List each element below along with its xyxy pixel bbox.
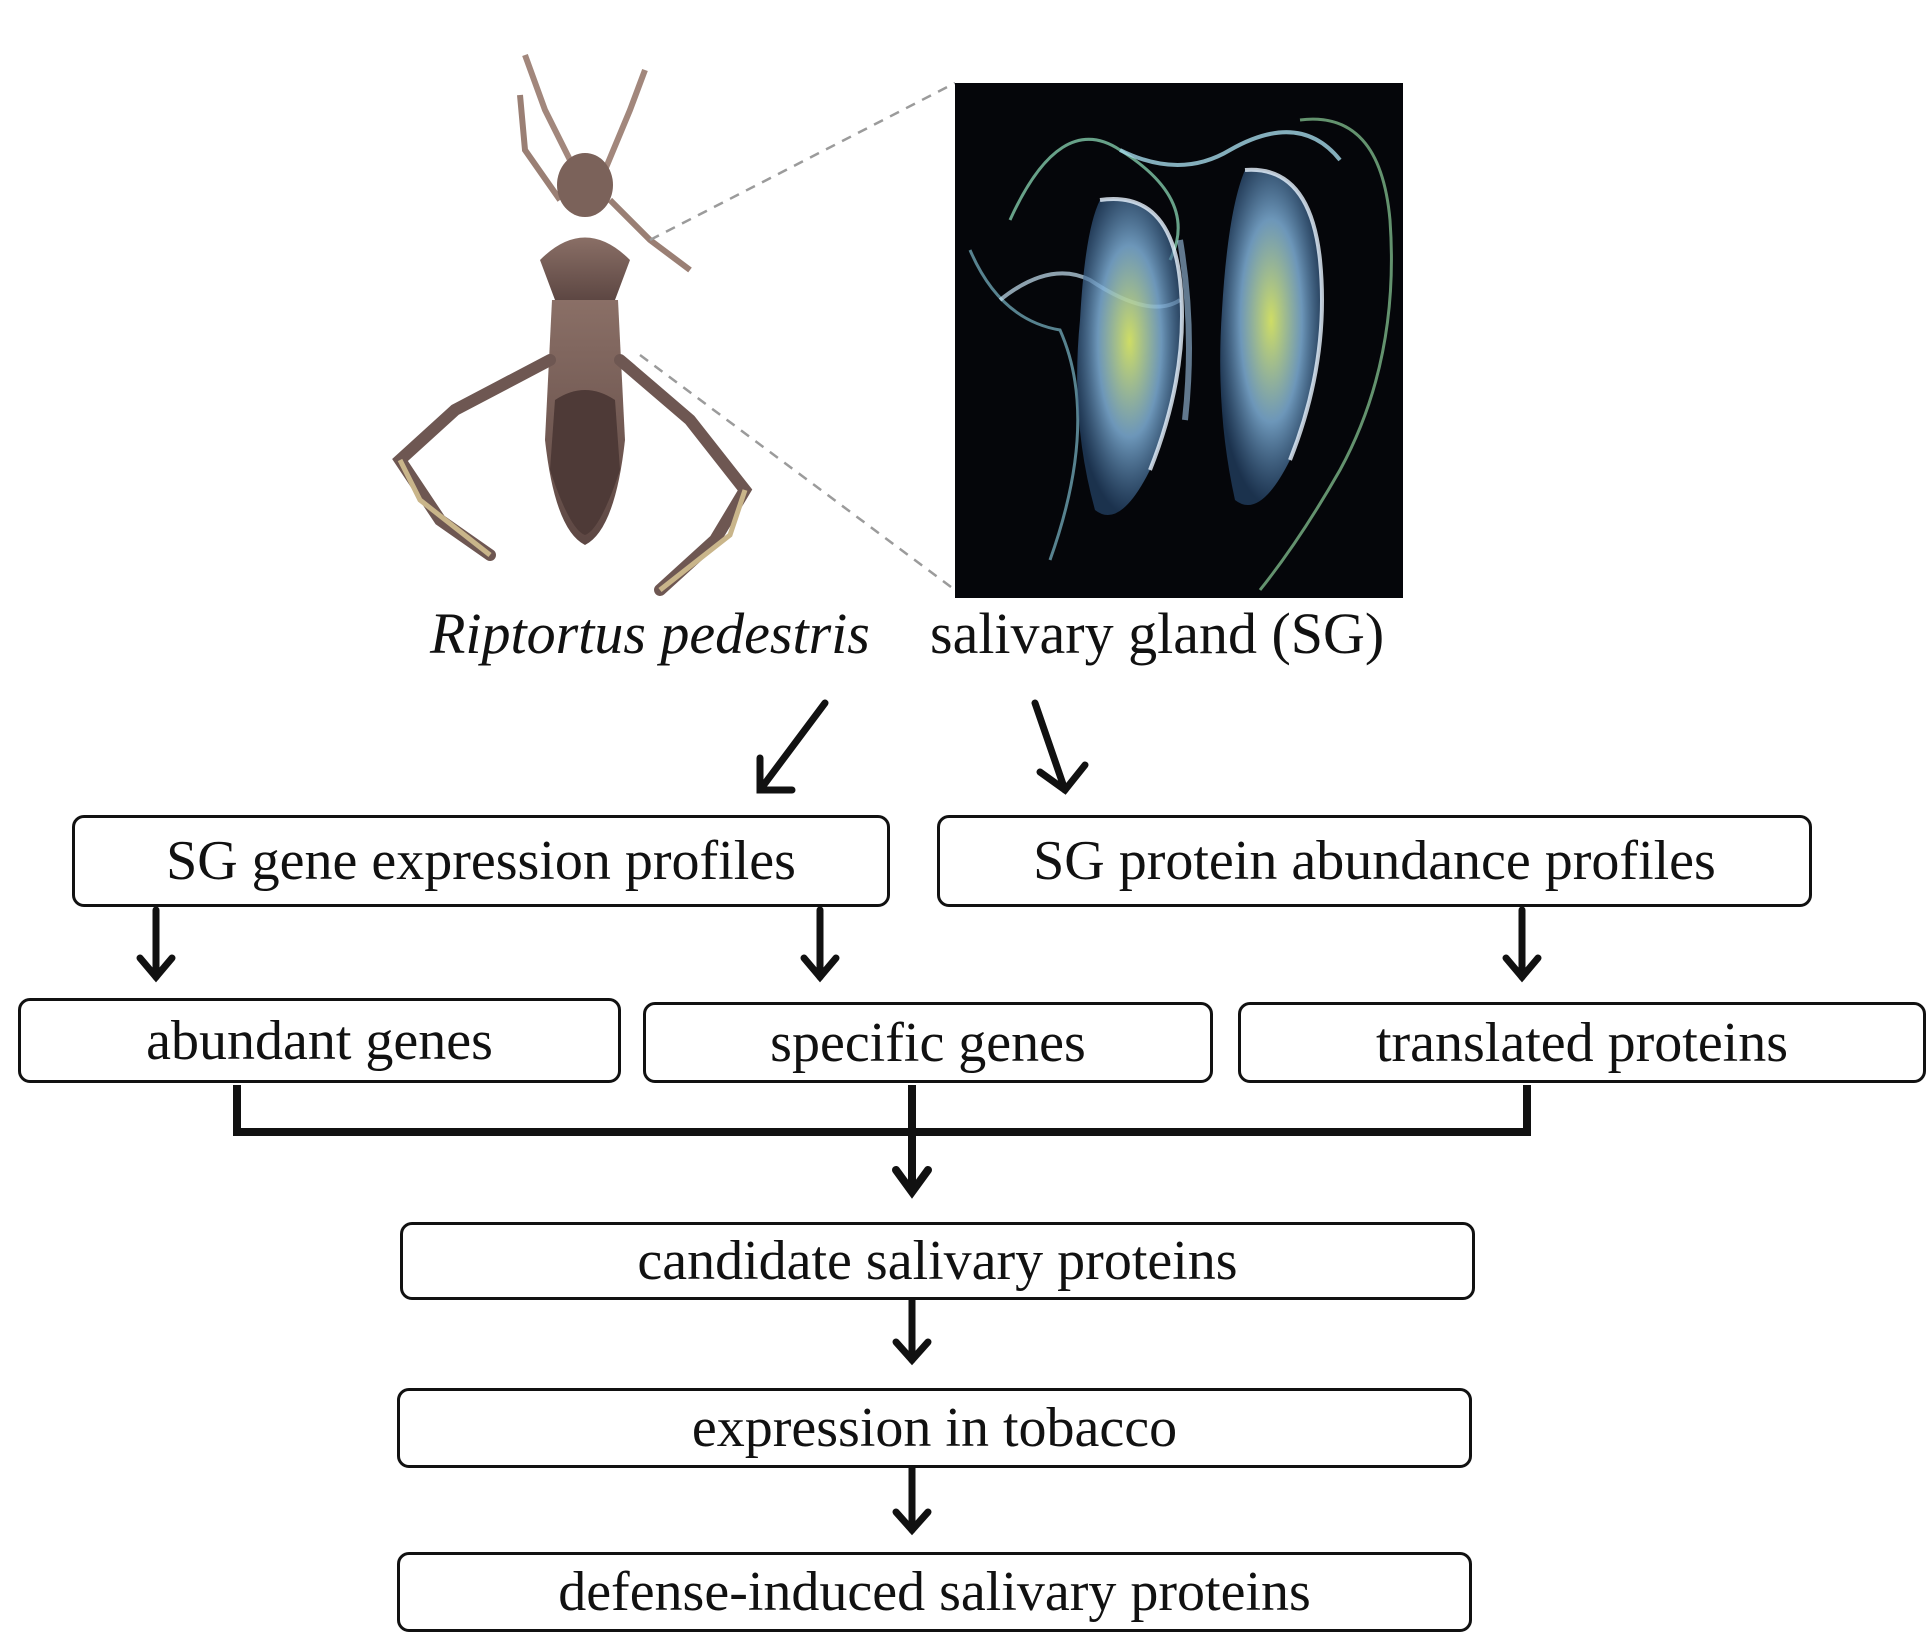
gene-expression-profiles-label: SG gene expression profiles xyxy=(166,830,796,892)
zoom-guide-top xyxy=(649,81,956,242)
insect-image xyxy=(392,53,753,596)
expression-in-tobacco-box: expression in tobacco xyxy=(397,1388,1472,1468)
caption-arrows xyxy=(756,699,1089,795)
zoom-guide-bottom xyxy=(639,353,956,592)
specific-genes-box: specific genes xyxy=(643,1002,1213,1083)
defense-induced-salivary-proteins-label: defense-induced salivary proteins xyxy=(558,1561,1311,1623)
translated-proteins-box: translated proteins xyxy=(1238,1002,1926,1083)
expression-in-tobacco-label: expression in tobacco xyxy=(691,1397,1178,1459)
chain-arrows xyxy=(892,1296,932,1536)
abundant-genes-box: abundant genes xyxy=(18,998,621,1083)
merge-bracket xyxy=(233,1085,1531,1199)
candidate-salivary-proteins-label: candidate salivary proteins xyxy=(637,1230,1238,1292)
specific-genes-label: specific genes xyxy=(770,1011,1086,1074)
species-label: Riptortus pedestris xyxy=(430,601,870,666)
salivary-gland-micrograph xyxy=(955,83,1403,598)
protein-abundance-profiles-label: SG protein abundance profiles xyxy=(1033,830,1716,892)
translated-proteins-label: translated proteins xyxy=(1375,1011,1789,1074)
candidate-salivary-proteins-box: candidate salivary proteins xyxy=(400,1222,1475,1300)
defense-induced-salivary-proteins-box: defense-induced salivary proteins xyxy=(397,1552,1472,1632)
organ-label: salivary gland (SG) xyxy=(930,601,1385,666)
gene-expression-profiles-box: SG gene expression profiles xyxy=(72,815,890,907)
protein-abundance-profiles-box: SG protein abundance profiles xyxy=(937,815,1812,907)
profile-arrows xyxy=(136,906,1542,983)
abundant-genes-label: abundant genes xyxy=(146,1009,493,1072)
